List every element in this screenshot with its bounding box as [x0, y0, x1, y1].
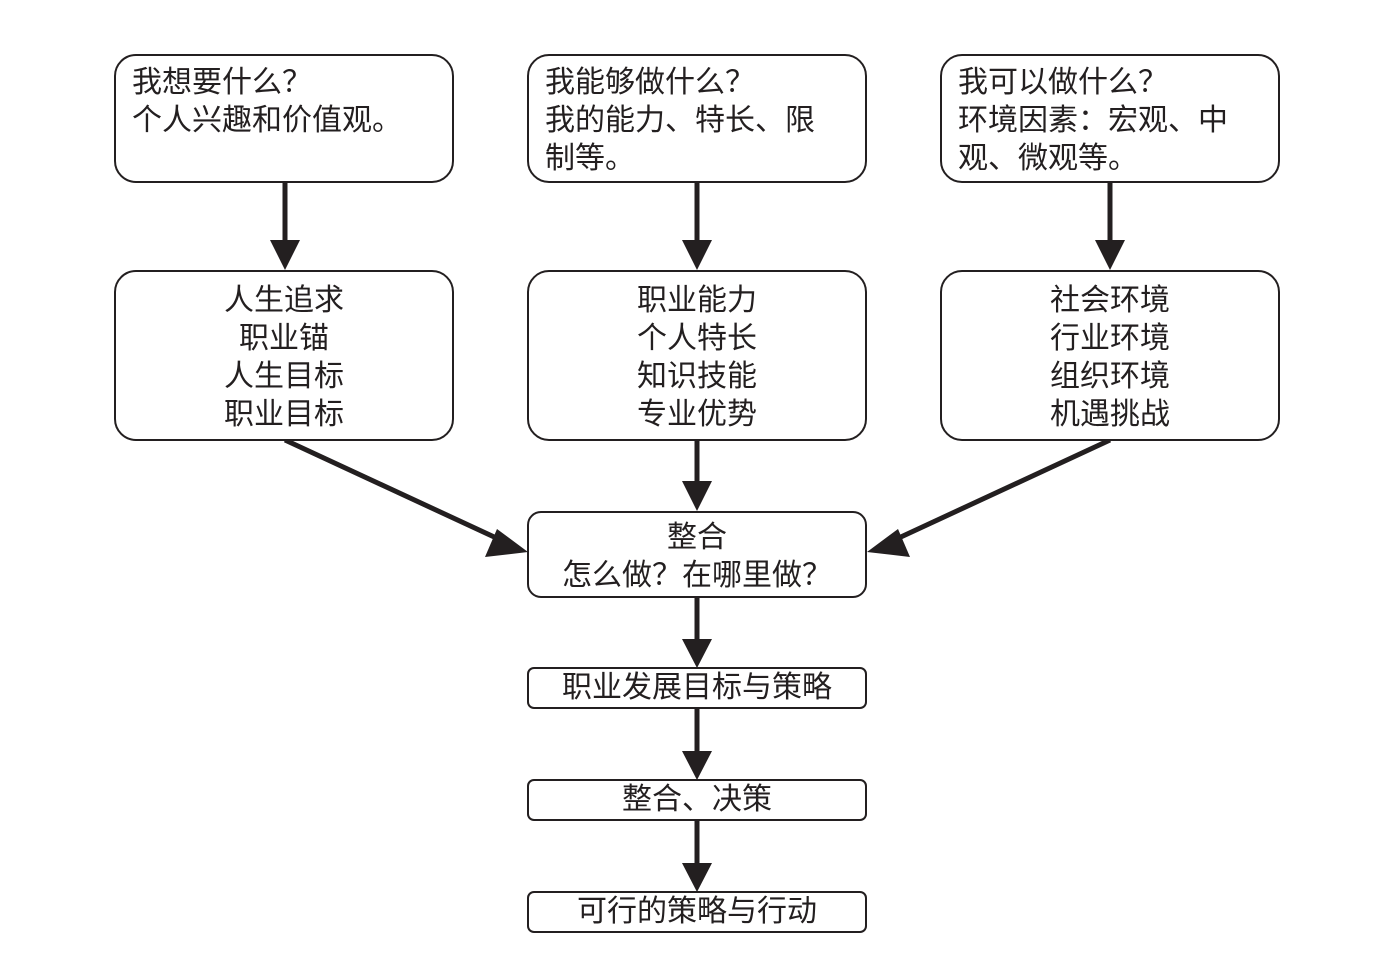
step-integrate-decide-label: 整合、决策	[622, 782, 772, 817]
question-want-line-1: 我想要什么？	[132, 65, 312, 100]
factor-pursuit-line-3: 人生目标	[224, 359, 344, 394]
question-want-line-2: 个人兴趣和价值观。	[132, 103, 402, 138]
question-box-may: 我可以做什么？ 环境因素：宏观、中 观、微观等。	[940, 54, 1280, 183]
arrow-f1-to-integration	[283, 437, 507, 545]
question-may-line-3: 观、微观等。	[958, 141, 1138, 176]
question-box-can: 我能够做什么？ 我的能力、特长、限 制等。	[527, 54, 867, 183]
factor-environment-line-3: 组织环境	[1050, 359, 1170, 394]
factor-environment-line-4: 机遇挑战	[1050, 397, 1170, 432]
question-may-line-2: 环境因素：宏观、中	[958, 103, 1228, 138]
arrowhead-step2	[682, 751, 712, 780]
arrowhead-step1	[682, 639, 712, 668]
step-actions-label: 可行的策略与行动	[577, 894, 817, 929]
arrowhead-q2	[682, 240, 712, 270]
factor-box-ability: 职业能力 个人特长 知识技能 专业优势	[527, 270, 867, 441]
arrowhead-step3	[682, 863, 712, 892]
integration-subtitle: 怎么做？在哪里做？	[562, 558, 832, 593]
integration-box: 整合 怎么做？在哪里做？	[527, 511, 867, 598]
factor-pursuit-line-4: 职业目标	[224, 397, 344, 432]
question-can-line-3: 制等。	[545, 141, 635, 176]
factor-pursuit-line-2: 职业锚	[239, 321, 329, 356]
factor-environment-line-2: 行业环境	[1050, 321, 1170, 356]
arrowhead-q3	[1095, 240, 1125, 270]
factor-ability-line-4: 专业优势	[637, 397, 757, 432]
factor-ability-line-2: 个人特长	[637, 321, 757, 356]
arrow-f3-to-integration	[888, 437, 1112, 545]
factor-ability-line-1: 职业能力	[637, 283, 757, 318]
arrowhead-f1	[485, 529, 528, 557]
factor-box-environment: 社会环境 行业环境 组织环境 机遇挑战	[940, 270, 1280, 441]
arrowhead-f2	[682, 481, 712, 511]
arrowhead-q1	[270, 240, 300, 270]
step-box-goals-strategy: 职业发展目标与策略	[527, 667, 867, 709]
step-box-actions: 可行的策略与行动	[527, 891, 867, 933]
question-can-line-1: 我能够做什么？	[545, 65, 755, 100]
factor-box-pursuit: 人生追求 职业锚 人生目标 职业目标	[114, 270, 454, 441]
factor-environment-line-1: 社会环境	[1050, 283, 1170, 318]
integration-title: 整合	[667, 520, 727, 555]
question-may-line-1: 我可以做什么？	[958, 65, 1168, 100]
arrowhead-f3	[867, 529, 910, 557]
step-box-integrate-decide: 整合、决策	[527, 779, 867, 821]
question-box-want: 我想要什么？ 个人兴趣和价值观。	[114, 54, 454, 183]
factor-pursuit-line-1: 人生追求	[224, 283, 344, 318]
question-can-line-2: 我的能力、特长、限	[545, 103, 815, 138]
factor-ability-line-3: 知识技能	[637, 359, 757, 394]
step-goals-strategy-label: 职业发展目标与策略	[562, 670, 832, 705]
